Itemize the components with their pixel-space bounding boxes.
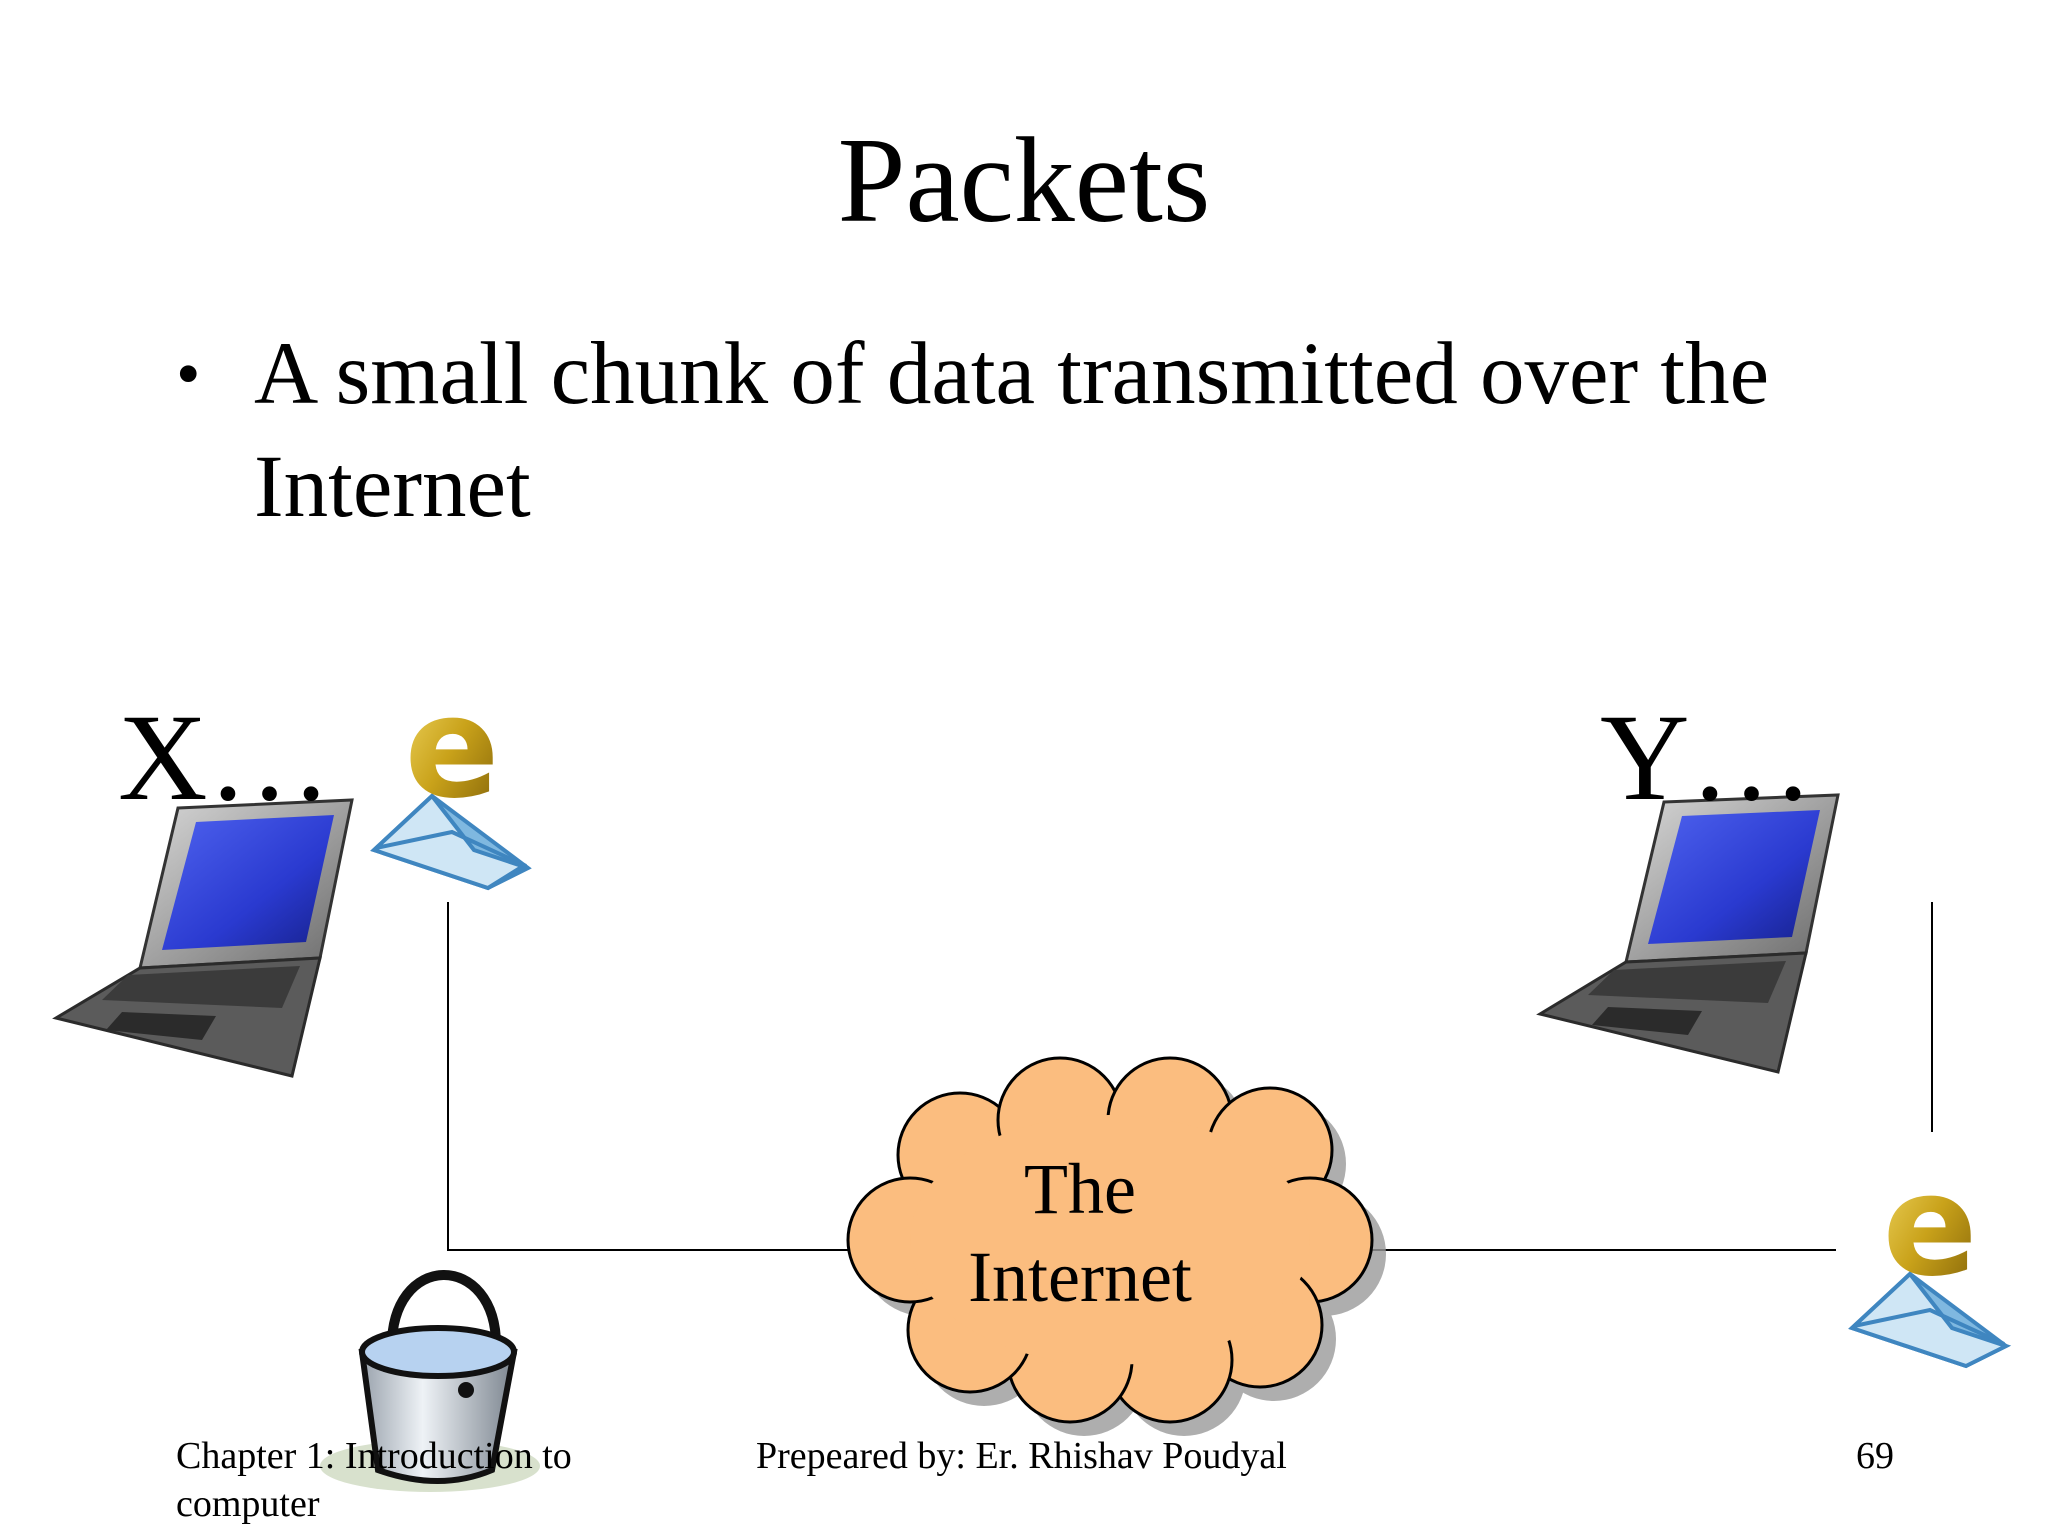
- bucket-icon: [320, 1270, 540, 1492]
- internet-cloud: The Internet: [840, 1075, 1380, 1415]
- footer-chapter: Chapter 1: Introduction to computer: [176, 1435, 572, 1525]
- email-y-icon: e: [1848, 1145, 2012, 1369]
- bullet-list: • A small chunk of data transmitted over…: [170, 318, 1970, 544]
- bullet-icon: •: [176, 336, 201, 413]
- host-y-label: Y…: [1600, 689, 1814, 826]
- connection-lines: [447, 902, 1933, 1251]
- internet-cloud-label: The Internet: [840, 1145, 1320, 1321]
- link-x-to-internet: [447, 902, 860, 1251]
- svg-text:e: e: [405, 667, 500, 830]
- laptop-y-icon: [1536, 793, 1840, 1074]
- footer-page-number: 69: [1856, 1435, 1894, 1477]
- cloud-label-line-1: The: [1024, 1149, 1136, 1229]
- bullet-item: • A small chunk of data transmitted over…: [170, 318, 1970, 544]
- bullet-text: A small chunk of data transmitted over t…: [254, 325, 1770, 536]
- internet-cloud-shape: [846, 1056, 1386, 1436]
- host-x-label: X…: [118, 689, 332, 826]
- email-x-icon: e: [370, 667, 532, 891]
- svg-text:e: e: [1883, 1145, 1978, 1308]
- slide-title: Packets: [837, 113, 1211, 248]
- laptop-x-icon: [52, 798, 354, 1078]
- cloud-label-line-2: Internet: [968, 1237, 1192, 1317]
- footer-author: Prepeared by: Er. Rhishav Poudyal: [756, 1435, 1287, 1477]
